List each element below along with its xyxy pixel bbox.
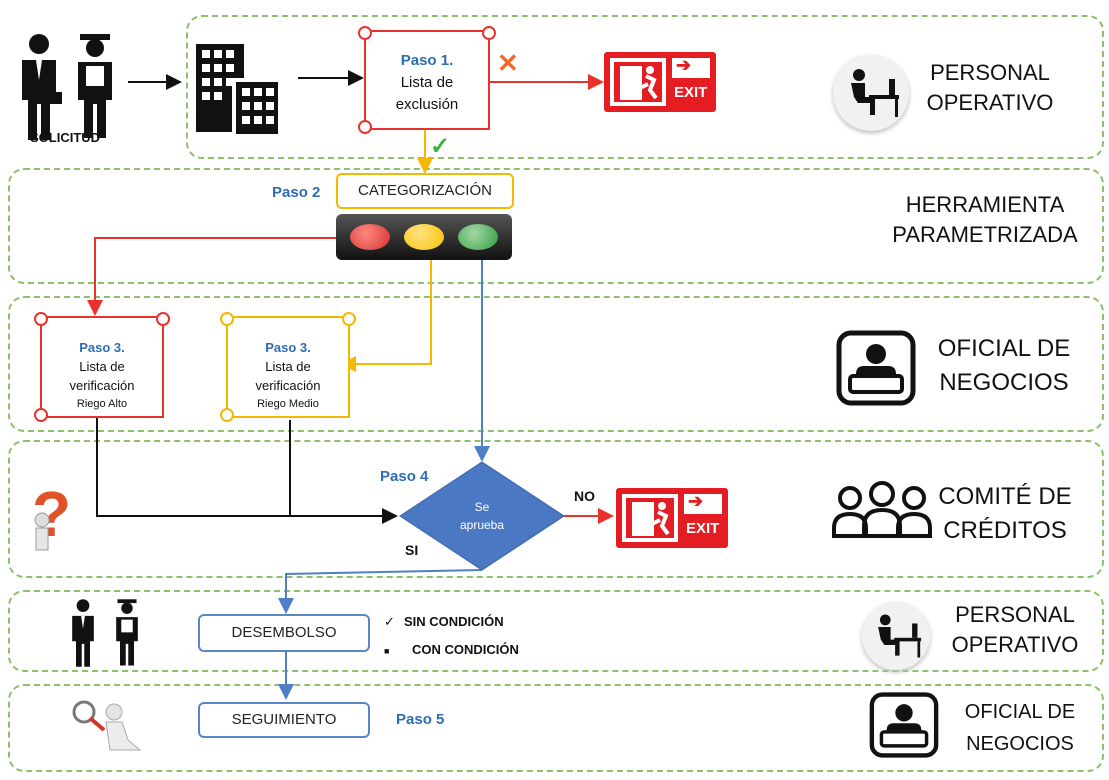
lane-comite [8,440,1104,578]
exit-word-1: EXIT [674,84,708,101]
condition-text-1: SIN CONDICIÓN [404,614,504,629]
magnifier-person-icon [72,700,142,751]
lane-personal-operativo-2 [8,590,1104,672]
seguimiento-box: SEGUIMIENTO [198,702,370,738]
paso1-text2: exclusión [395,96,459,113]
check-mark-icon: ✓ [430,133,451,160]
paso3-alto-step: Paso 3. [79,340,125,355]
role-row2-text: HERRAMIENTA PARAMETRIZADA [892,192,1078,247]
no-label: NO [574,488,595,504]
conditions-list: ✓ SIN CONDICIÓN ■ CON CONDICIÓN [384,608,519,665]
role-row2: HERRAMIENTA PARAMETRIZADA [885,190,1085,250]
worker-icon [116,599,138,666]
paso1-scroll: Paso 1. Lista de exclusión [358,26,496,134]
buildings-icon [196,44,282,138]
role-row1: PERSONAL OPERATIVO [920,58,1060,118]
businessman-icon [72,599,94,667]
role-row5-text: PERSONAL OPERATIVO [951,602,1079,657]
condition-item-1: ✓ SIN CONDICIÓN [384,608,519,636]
paso2-label: Paso 2 [272,184,321,201]
condition-item-2: ■ CON CONDICIÓN [384,636,519,665]
decision-diamond [399,461,565,571]
question-person-icon: ? [32,478,71,551]
role-row5: PERSONAL OPERATIVO [940,600,1090,660]
checkmark-bullet-icon: ✓ [384,614,395,629]
square-bullet-icon: ■ [384,645,390,656]
role-row4-text: COMITÉ DE CRÉDITOS [938,483,1072,544]
worker-icon [78,34,112,138]
desk-worker-icon [833,55,909,131]
x-mark-icon: ✕ [497,48,519,78]
paso3-alto-l3: Riego Alto [76,398,128,410]
paso3-medio-step: Paso 3. [265,340,311,355]
role-row4: COMITÉ DE CRÉDITOS [930,480,1080,548]
lane-herramienta [8,168,1104,284]
paso3-alto-scroll: Paso 3. Lista de verificación Riego Alto [34,312,170,422]
presenter-icon [869,692,939,758]
paso1-step: Paso 1. [400,52,454,69]
paso3-medio-l3: Riego Medio [257,398,319,410]
categorizacion-box: CATEGORIZACIÓN [336,173,514,209]
exit-sign-icon: ➔ EXIT [604,52,716,112]
exit-word-2: EXIT [686,520,720,537]
role-row6-text: OFICIAL DE NEGOCIOS [964,701,1076,755]
paso3-alto-l2: verificación [69,378,135,393]
role-row1-text: PERSONAL OPERATIVO [926,60,1054,115]
diamond-text1: Se [474,500,490,514]
lane-oficial-negocios-1 [8,296,1104,432]
condition-text-2: CON CONDICIÓN [412,642,519,657]
role-row3: OFICIAL DE NEGOCIOS [924,332,1084,400]
si-label: SI [405,542,419,558]
paso5-label: Paso 5 [396,711,445,728]
paso3-alto-l1: Lista de [79,359,125,374]
paso1-text1: Lista de [400,74,454,91]
businessman-icon [22,34,62,140]
paso3-medio-scroll: Paso 3. Lista de verificación Riego Medi… [220,312,356,422]
paso3-medio-l1: Lista de [265,359,311,374]
exit-sign-icon: ➔ EXIT [616,488,728,548]
traffic-light-icon [336,214,512,260]
paso4-label: Paso 4 [380,468,429,485]
lane-personal-operativo-1 [186,15,1104,159]
diamond-text2: aprueba [459,518,505,532]
role-row6: OFICIAL DE NEGOCIOS [950,696,1090,760]
role-row3-text: OFICIAL DE NEGOCIOS [937,335,1071,396]
paso3-medio-l2: verificación [255,378,321,393]
diamond-text: Se aprueba [440,498,524,534]
lane-oficial-negocios-2 [8,684,1104,772]
group-icon [832,481,932,538]
solicitud-label: SOLICITUD [30,130,101,145]
desk-worker-icon [862,602,930,670]
presenter-icon [836,330,916,406]
desembolso-box: DESEMBOLSO [198,614,370,652]
